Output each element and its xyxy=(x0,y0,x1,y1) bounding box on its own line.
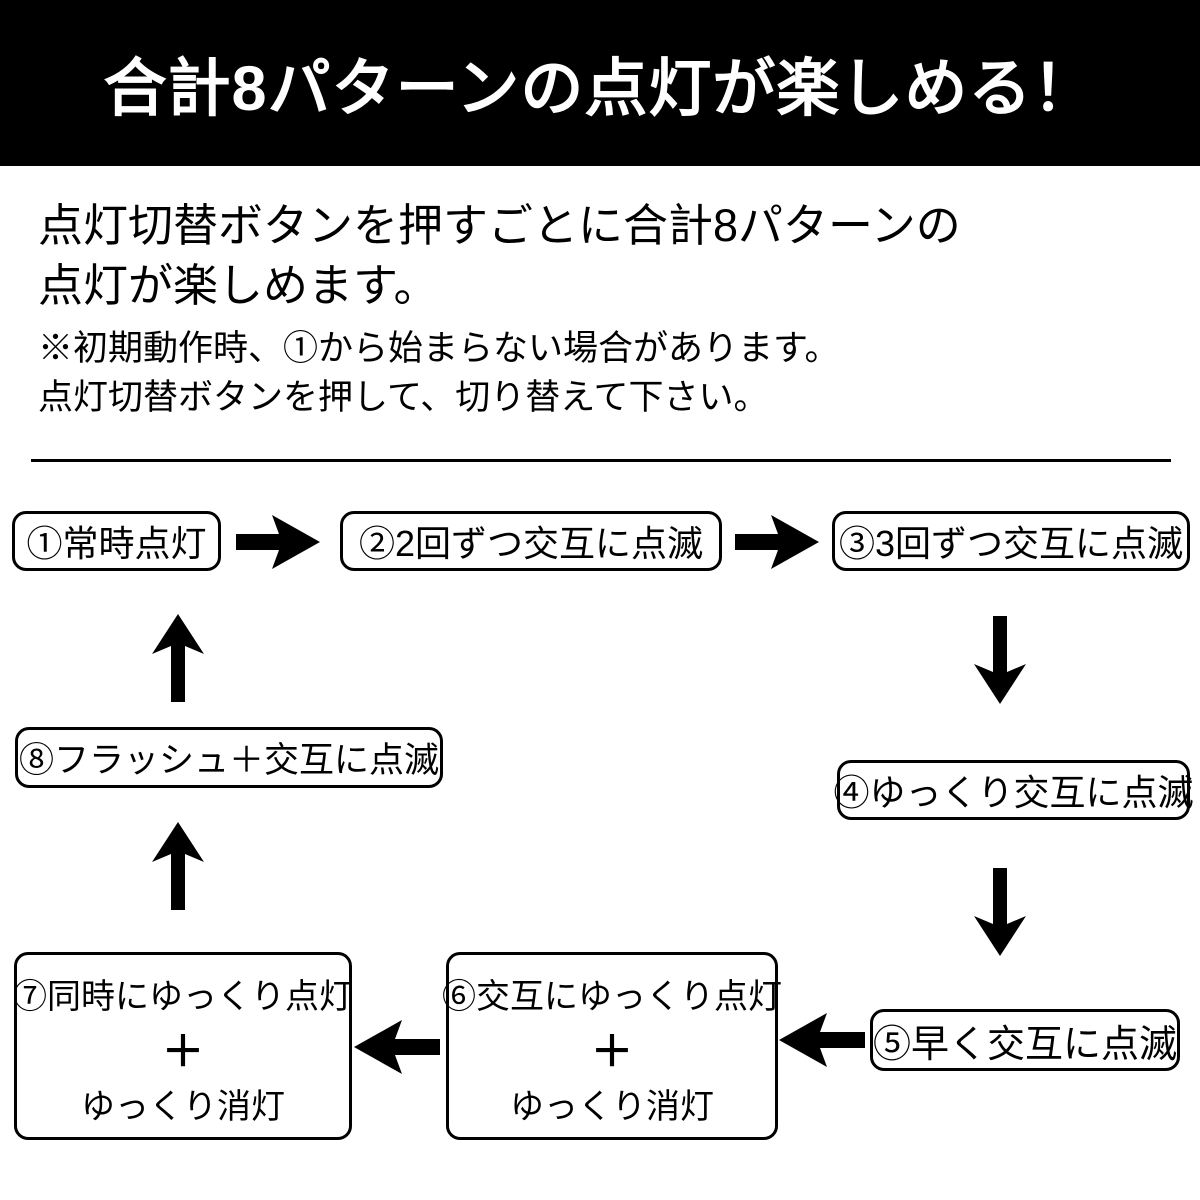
note-line-1: ※初期動作時、①から始まらない場合があります。 xyxy=(38,329,840,368)
step-3-box: ③3回ずつ交互に点滅 xyxy=(832,511,1190,571)
arrow-up-icon xyxy=(149,614,207,702)
arrow-down-icon xyxy=(971,616,1029,704)
step-4-label: ④ゆっくり交互に点滅 xyxy=(833,772,1194,813)
step-8-box: ⑧フラッシュ＋交互に点滅 xyxy=(15,727,443,788)
step-7-line-1: ⑦同時にゆっくり点灯 xyxy=(13,978,353,1016)
step-6-line-3: ゆっくり消灯 xyxy=(510,1088,714,1126)
step-1-label: ①常時点灯 xyxy=(26,523,207,564)
step-1-box: ①常時点灯 xyxy=(12,511,221,571)
step-6-line-1: ⑥交互にゆっくり点灯 xyxy=(442,978,782,1016)
step-6-plus: ＋ xyxy=(590,1028,633,1075)
arrow-right-icon xyxy=(735,513,819,571)
step-5-box: ⑤早く交互に点滅 xyxy=(870,1009,1180,1071)
arrow-left-icon xyxy=(354,1018,440,1076)
step-7-line-3: ゆっくり消灯 xyxy=(81,1088,285,1126)
step-2-label: ②2回ずつ交互に点滅 xyxy=(358,523,704,564)
divider-line xyxy=(31,459,1171,462)
arrow-right-icon xyxy=(236,513,320,571)
arrow-down-icon xyxy=(971,868,1029,956)
step-2-box: ②2回ずつ交互に点滅 xyxy=(340,511,722,571)
step-5-label: ⑤早く交互に点滅 xyxy=(873,1023,1178,1066)
intro-text: 点灯切替ボタンを押すごとに合計8パターンの 点灯が楽しめます。 xyxy=(38,196,961,316)
intro-line-1: 点灯切替ボタンを押すごとに合計8パターンの xyxy=(38,200,961,251)
arrow-left-icon xyxy=(779,1011,865,1069)
step-7-box: ⑦同時にゆっくり点灯 ＋ ゆっくり消灯 xyxy=(13,952,353,1140)
note-line-2: 点灯切替ボタンを押して、切り替えて下さい。 xyxy=(38,378,769,417)
intro-line-2: 点灯が楽しめます。 xyxy=(38,260,439,311)
step-4-box: ④ゆっくり交互に点滅 xyxy=(834,760,1194,820)
step-8-label: ⑧フラッシュ＋交互に点滅 xyxy=(18,741,439,780)
step-7-plus: ＋ xyxy=(161,1028,204,1075)
step-6-box: ⑥交互にゆっくり点灯 ＋ ゆっくり消灯 xyxy=(442,952,782,1140)
note-text: ※初期動作時、①から始まらない場合があります。 点灯切替ボタンを押して、切り替え… xyxy=(38,324,840,422)
page-title: 合計8パターンの点灯が楽しめる！ xyxy=(103,53,1097,124)
header-banner: 合計8パターンの点灯が楽しめる！ xyxy=(0,0,1200,166)
arrow-up-icon xyxy=(149,822,207,910)
step-3-label: ③3回ずつ交互に点滅 xyxy=(838,523,1184,564)
